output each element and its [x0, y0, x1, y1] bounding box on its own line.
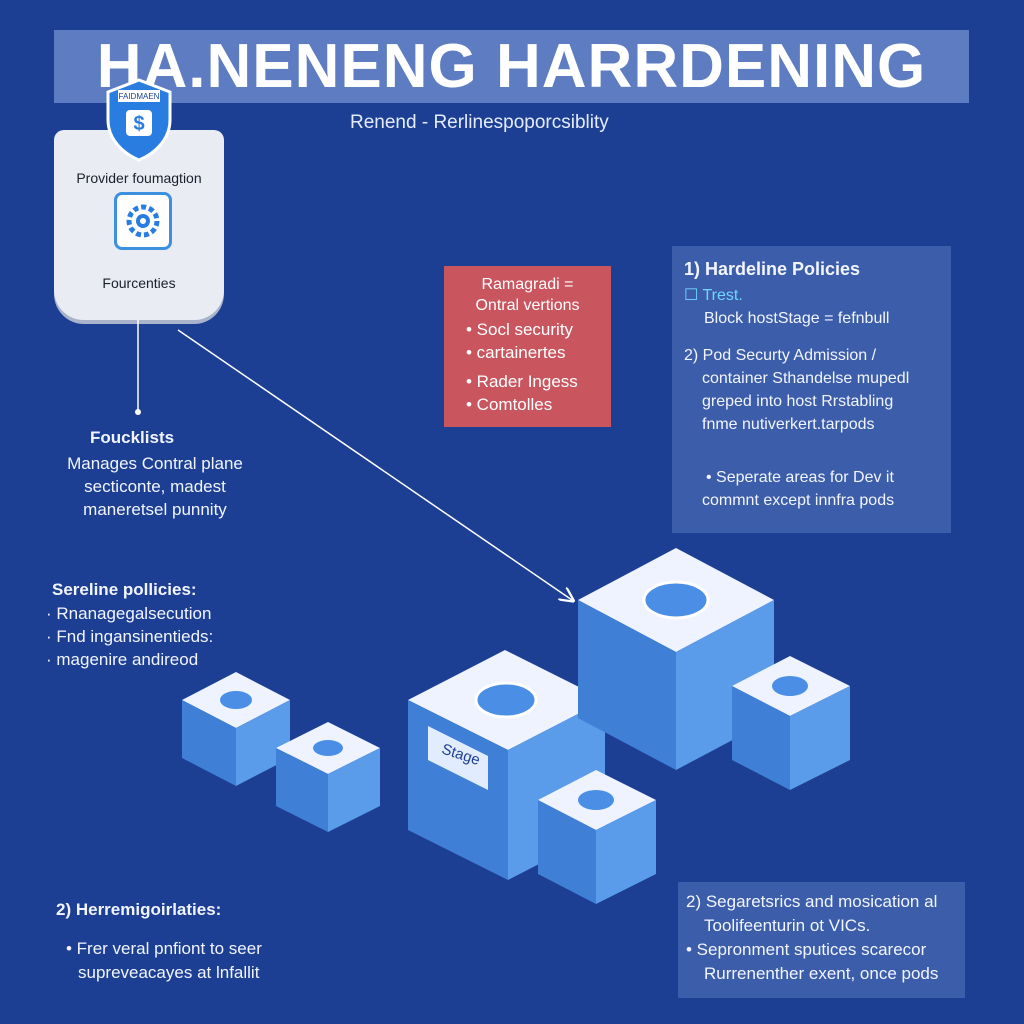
focus-line: secticonte, madest: [84, 477, 226, 496]
list-item: • Comtolles: [466, 395, 553, 414]
focus-title: Foucklists: [90, 428, 175, 447]
policy-line: 2) Pod Securty Admission /: [684, 347, 877, 364]
page-title: HA.NENENG HARRDENING: [96, 32, 927, 101]
policy-line: container Sthandelse mupedl: [702, 370, 910, 387]
focus-line: maneretsel punnity: [83, 500, 227, 519]
policy-line: commnt except innfra pods: [702, 492, 895, 509]
text-line: Rurrenenther exent, once pods: [704, 964, 939, 983]
shield-badge-text: FAIDMAEN: [119, 92, 160, 101]
gear-icon: [114, 192, 172, 250]
bottom-right-body: 2) Segaretsrics and mosication al Toolif…: [686, 890, 938, 986]
list-item: · Rnanagegalsecution: [46, 604, 212, 623]
svg-text:$: $: [133, 113, 144, 135]
shield-icon: FAIDMAEN $: [104, 78, 174, 162]
text-line: • Sepronment sputices scarecor: [686, 940, 927, 959]
provider-card: Provider foumagtion Fourcenties: [54, 130, 224, 320]
policies-card: 1) Hardeline Policies ☐ Trest. Block hos…: [672, 246, 951, 533]
text-line: Toolifeenturin ot VICs.: [704, 916, 871, 935]
policy-line: fnme nutiverkert.tarpods: [702, 416, 875, 433]
list-item: · magenire andireod: [46, 650, 199, 669]
subtitle: Renend - Rerlinespoporcsiblity: [350, 112, 609, 133]
server-cube-small-1: [182, 672, 290, 786]
focus-line: Manages Contral plane: [67, 454, 243, 473]
sereline-list: · Rnanagegalsecution · Fnd ingansinentie…: [46, 602, 213, 671]
flow-arrow: [177, 329, 572, 600]
bottom-left-body: • Frer veral pnfiont to seer supreveacay…: [66, 937, 262, 985]
managed-head-line: Ramagradi =: [481, 276, 574, 293]
focus-body: Manages Contral plane secticonte, madest…: [50, 452, 260, 521]
list-item: • Rader Ingess: [466, 372, 578, 391]
bottom-left-title: 2) Herremigoirlaties:: [56, 900, 222, 919]
provider-sublabel: Fourcenties: [102, 275, 176, 291]
list-item: • cartainertes: [466, 343, 566, 362]
list-item: • Socl security: [466, 320, 574, 339]
test-line: ☐ Trest.: [684, 287, 743, 304]
bottom-right-card: 2) Segaretsrics and mosication al Toolif…: [678, 882, 965, 998]
list-item: · Fnd ingansinentieds:: [46, 627, 214, 646]
policy-line: Block hostStage = fefnbull: [704, 310, 890, 327]
sereline-title: Sereline pollicies:: [52, 580, 197, 599]
policy-line: greped into host Rrstabling: [702, 393, 894, 410]
text-line: supreveacayes at lnfallit: [78, 963, 260, 982]
managed-head-line: Ontral vertions: [475, 297, 580, 314]
policy-line: • Seperate areas for Dev it: [706, 469, 894, 486]
provider-label: Provider foumagtion: [76, 170, 202, 186]
server-cube-front: [538, 770, 656, 904]
stage-cube: Stage: [408, 650, 605, 880]
policies-body: ☐ Trest. Block hostStage = fefnbull 2) P…: [684, 284, 949, 512]
text-line: • Frer veral pnfiont to seer: [66, 939, 262, 958]
managed-list: • Socl security • cartainertes • Rader I…: [466, 318, 578, 416]
server-cube-right: [732, 656, 850, 790]
title-banner: HA.NENENG HARRDENING: [54, 30, 969, 103]
text-line: 2) Segaretsrics and mosication al: [686, 892, 938, 911]
policies-title: 1) Hardeline Policies: [684, 259, 861, 279]
server-cube-small-2: [276, 722, 380, 832]
managed-head: Ramagradi = Ontral vertions: [444, 274, 611, 316]
managed-card: Ramagradi = Ontral vertions • Socl secur…: [444, 266, 611, 427]
